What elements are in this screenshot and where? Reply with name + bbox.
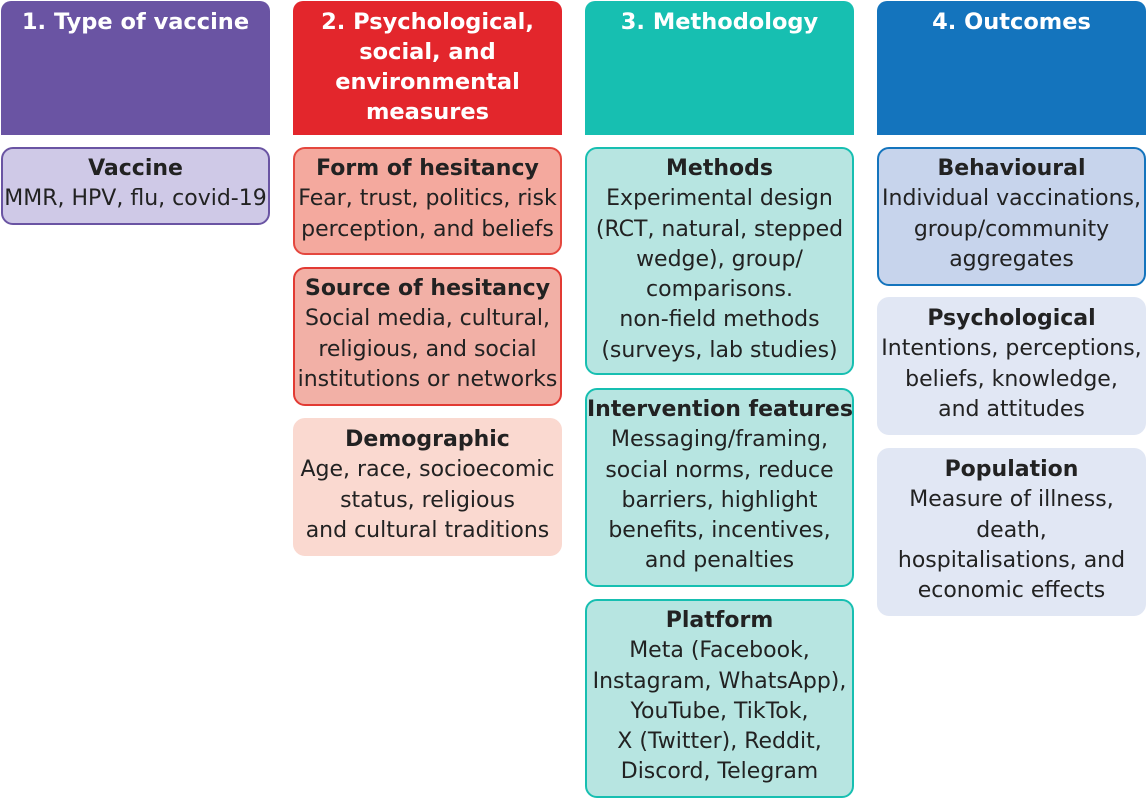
card-form-of-hesitancy: Form of hesitancy Fear, trust, politics,… <box>293 147 562 255</box>
column-header-outcomes: 4. Outcomes <box>877 1 1146 135</box>
card-title: Methods <box>666 156 773 181</box>
card-title: Vaccine <box>88 156 183 181</box>
card-title: Intervention features <box>587 397 853 422</box>
card-title: Demographic <box>345 427 510 452</box>
card-body: Age, race, socioecomic status, religious… <box>300 457 555 543</box>
card-title: Population <box>944 457 1079 482</box>
card-psychological: Psychological Intentions, perceptions, b… <box>877 297 1146 435</box>
card-title: Psychological <box>927 306 1096 331</box>
card-body: Experimental design (RCT, natural, stepp… <box>595 186 844 363</box>
card-body: Messaging/framing, social norms, reduce … <box>605 427 834 574</box>
card-behavioural: Behavioural Individual vaccinations, gro… <box>877 147 1146 286</box>
card-population: Population Measure of illness, death, ho… <box>877 448 1146 616</box>
card-demographic: Demographic Age, race, socioecomic statu… <box>293 418 562 556</box>
card-title: Behavioural <box>937 156 1086 181</box>
card-title: Platform <box>665 608 774 633</box>
card-vaccine: Vaccine MMR, HPV, flu, covid-19 <box>1 147 270 225</box>
column-header-type-of-vaccine: 1. Type of vaccine <box>1 1 270 135</box>
card-body: Intentions, perceptions, beliefs, knowle… <box>881 336 1142 422</box>
card-title: Form of hesitancy <box>316 156 539 181</box>
card-body: Fear, trust, politics, risk perception, … <box>298 186 557 242</box>
card-body: Individual vaccinations, group/community… <box>882 186 1141 272</box>
card-intervention-features: Intervention features Messaging/framing,… <box>585 388 854 587</box>
card-title: Source of hesitancy <box>304 276 551 301</box>
card-source-of-hesitancy: Source of hesitancy Social media, cultur… <box>293 267 562 406</box>
card-body: Social media, cultural, religious, and s… <box>297 306 558 392</box>
card-body: Meta (Facebook, Instagram, WhatsApp), Yo… <box>592 638 847 785</box>
card-platform: Platform Meta (Facebook, Instagram, What… <box>585 599 854 798</box>
card-body: MMR, HPV, flu, covid-19 <box>4 186 267 212</box>
card-methods: Methods Experimental design (RCT, natura… <box>585 147 854 375</box>
column-header-methodology: 3. Methodology <box>585 1 854 135</box>
column-header-psychological-social-environmental: 2. Psychological, social, and environmen… <box>293 1 562 135</box>
card-body: Measure of illness, death, hospitalisati… <box>897 487 1126 604</box>
